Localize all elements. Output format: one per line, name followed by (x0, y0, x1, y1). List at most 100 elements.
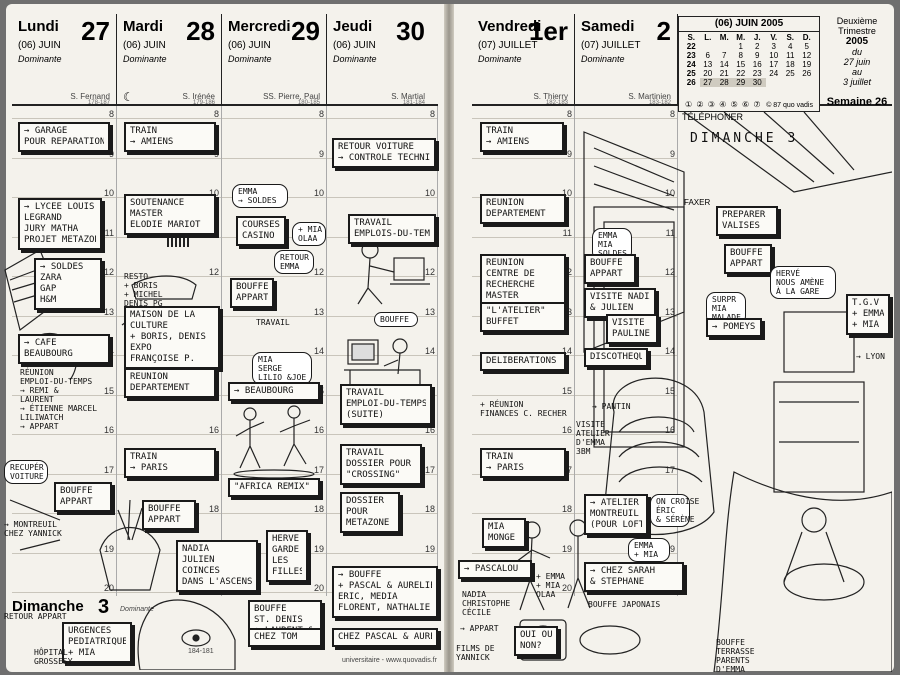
hour-label: 16 (103, 425, 114, 435)
hour-line (575, 197, 677, 198)
note-line: DÉLIBÉRATIONS (486, 356, 557, 366)
note-line: APPART (60, 497, 93, 507)
hour-label: 10 (424, 188, 435, 198)
note-line: TRAVAIL (346, 448, 384, 458)
hour-label: 16 (313, 425, 324, 435)
hour-line (472, 513, 574, 514)
hour-label: 15 (664, 385, 675, 396)
trimester-box: Deuxième Trimestre 2005 du 27 juin au 3 … (824, 16, 890, 87)
note-line: CHEZ YANNICK (4, 529, 62, 538)
note-line: MIA (488, 522, 505, 532)
day-number: 27 (81, 16, 110, 46)
note-line: EMPLOIS-DU-TEMPS (354, 229, 430, 239)
hour-label: 9 (669, 148, 675, 159)
hour-label: 19 (313, 543, 324, 554)
cal-day: 9 (755, 51, 760, 60)
note-line: SOLDES (598, 249, 627, 258)
mini-calendar-title: (06) JUIN 2005 (679, 17, 819, 32)
note-line: → APPART (20, 422, 59, 431)
day-header-mardi: Mardi 28 (06) JUIN Dominante ☾ S. Irénée… (117, 14, 222, 106)
note-line: + MIA (634, 550, 659, 559)
trimester-label: Deuxième Trimestre (836, 16, 878, 36)
day-name: Mercredi (228, 18, 291, 35)
agenda-note-mardi: TRAIN→ AMIENS (124, 122, 216, 152)
hour-line (327, 355, 437, 356)
note-line: + BORIS, DENIS (130, 332, 206, 342)
cal-day: 22 (736, 69, 746, 78)
note-line: CHEZ TOM (254, 632, 298, 642)
note-line: + BORIS (124, 281, 158, 290)
note-line: RECHERCHE (486, 280, 535, 290)
hour-line (222, 473, 326, 475)
hour-label: 17 (103, 464, 114, 475)
note-line: DÉPARTEMENT (486, 209, 546, 219)
note-line: → REMI & (20, 386, 59, 395)
day-saint: S. Martinien (628, 92, 671, 101)
hour-label: 12 (424, 267, 435, 277)
sunday-number: 3 (98, 596, 110, 618)
day-month: (06) JUIN (228, 40, 271, 51)
hour-label: 9 (566, 148, 572, 159)
note-line: MAISON DE LA (130, 310, 196, 320)
hour-label: 17 (664, 464, 675, 475)
note-line: APPART (730, 259, 763, 269)
moon-icon: ☾ (123, 90, 134, 104)
hour-label: 8 (669, 109, 675, 119)
note-line: COINCÉS (182, 566, 220, 576)
hour-label: 20 (561, 583, 572, 593)
note-line: NADIA (182, 544, 210, 554)
note-line: "CROSSING" (346, 470, 401, 480)
note-line: RETOUR APPART (4, 612, 67, 621)
note-line: BOUFFE (716, 638, 745, 647)
note-line: RÉUNION (130, 372, 168, 382)
footer-site: universitaire - www.quovadis.fr (342, 657, 437, 664)
note-line: DOSSIER POUR (346, 459, 412, 469)
hour-label: 8 (429, 109, 435, 119)
hour-label: 11 (665, 227, 675, 238)
note-line: POUR RÉPARATION (24, 137, 104, 147)
note-line: → CAFÉ (24, 338, 57, 348)
agenda-note-mercredi: EMMA→ SOLDES (232, 184, 288, 208)
sunday-name: Dimanche (12, 598, 84, 615)
agenda-note-dimanche: T.G.V+ EMMA+ MIA (846, 294, 890, 335)
agenda-note-vendredi: TRAIN→ AMIENS (480, 122, 564, 152)
cal-day (716, 42, 733, 51)
cal-day: 6 (705, 51, 710, 60)
note-line: DISCOTHÈQUE (590, 352, 642, 362)
day-month: (06) JUIN (18, 40, 61, 51)
note-line: CHEZ PASCAL & AURÉLIE (338, 632, 432, 642)
note-line: MONTREUIL (590, 509, 639, 519)
note-line: BOUFFE (254, 604, 287, 614)
hour-label: 18 (424, 504, 435, 514)
cal-day: 1 (738, 42, 743, 51)
note-line: FRANÇOISE P. (130, 354, 196, 364)
note-line: → BOUFFE (338, 570, 382, 580)
day-number: 30 (396, 16, 425, 46)
cal-header: M. (719, 33, 729, 42)
note-line: GAP (40, 284, 57, 294)
day-name: Samedi (581, 18, 635, 35)
note-line: TRAVAIL (354, 218, 392, 228)
cal-week: 26 (686, 78, 696, 87)
cal-week: 25 (686, 69, 696, 78)
cal-day: 4 (788, 42, 793, 51)
cal-header: L. (704, 33, 712, 42)
hour-label: 10 (561, 188, 572, 198)
note-line: JURY MATHA (24, 224, 79, 234)
cal-day: 19 (802, 60, 812, 69)
cal-day: 5 (804, 42, 809, 51)
agenda-note-samedi: → CHEZ SARAH& STÉPHANE (584, 562, 684, 592)
hour-line (472, 157, 574, 159)
note-line: RETOUR VOITURE (338, 142, 414, 152)
day-month: (07) JUILLET (478, 40, 538, 51)
day-number: 28 (186, 16, 215, 46)
note-line: RESTO (124, 272, 149, 281)
